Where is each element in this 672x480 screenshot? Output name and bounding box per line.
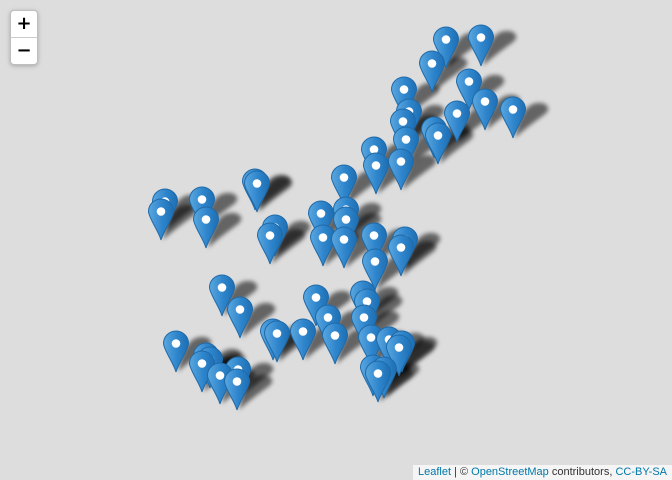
map-marker-icon[interactable] <box>192 206 220 249</box>
leaflet-link[interactable]: Leaflet <box>417 466 451 478</box>
map-marker-icon[interactable] <box>418 50 446 93</box>
osm-link[interactable]: OpenStreetMap <box>471 466 549 478</box>
attribution-separator: | © <box>451 466 472 478</box>
attribution: Leaflet | © OpenStreetMap contributors, … <box>412 465 672 480</box>
map-marker-icon[interactable] <box>330 226 358 269</box>
map-marker-icon[interactable] <box>392 126 420 169</box>
map-marker-icon[interactable] <box>387 148 415 191</box>
map-marker-icon[interactable] <box>499 96 527 139</box>
zoom-control: + − <box>10 10 38 65</box>
marker-shadow <box>434 56 468 92</box>
marker-shadow <box>239 374 273 410</box>
map-marker-icon[interactable] <box>424 122 452 165</box>
zoom-in-button[interactable]: + <box>16 13 32 34</box>
map-marker-icon[interactable] <box>208 274 236 317</box>
marker-shadow <box>380 366 414 402</box>
map-marker-icon[interactable] <box>307 200 335 243</box>
marker-shadow <box>403 154 437 190</box>
marker-shadow <box>440 128 474 164</box>
map-marker-icon[interactable] <box>471 88 499 131</box>
map-marker-icon[interactable] <box>226 296 254 339</box>
map-marker-icon[interactable] <box>223 368 251 411</box>
map-marker-icon[interactable] <box>390 76 418 119</box>
marker-shadow <box>208 212 242 248</box>
map-marker-icon[interactable] <box>330 164 358 207</box>
map-marker-icon[interactable] <box>432 26 460 69</box>
zoom-out-button[interactable]: − <box>11 37 37 64</box>
map-marker-icon[interactable] <box>443 100 471 143</box>
marker-shadow <box>515 102 549 138</box>
map-marker-icon[interactable] <box>467 24 495 67</box>
map-marker-icon[interactable] <box>256 222 284 265</box>
map-marker-icon[interactable] <box>302 284 330 327</box>
map-marker-icon[interactable] <box>147 198 175 241</box>
marker-shadow <box>483 30 517 66</box>
map-marker-icon[interactable] <box>321 322 349 365</box>
map-marker-icon[interactable] <box>263 320 291 363</box>
map-marker-icon[interactable] <box>387 234 415 277</box>
marker-shadow <box>163 204 197 240</box>
marker-shadow <box>242 302 276 338</box>
marker-shadow <box>403 240 437 276</box>
marker-shadow <box>272 228 306 264</box>
marker-shadow <box>259 176 293 212</box>
license-link[interactable]: CC-BY-SA <box>615 466 667 478</box>
map-marker-icon[interactable] <box>162 330 190 373</box>
map-marker-icon[interactable] <box>243 170 271 213</box>
map-marker-icon[interactable] <box>361 248 389 291</box>
map-marker-icon[interactable] <box>289 318 317 361</box>
attribution-contributors: contributors, <box>548 466 616 478</box>
map-marker-icon[interactable] <box>362 152 390 195</box>
map-marker-icon[interactable] <box>364 360 392 403</box>
map-marker-icon[interactable] <box>360 222 388 265</box>
map-marker-icon[interactable] <box>385 334 413 377</box>
map-marker-icon[interactable] <box>309 224 337 267</box>
